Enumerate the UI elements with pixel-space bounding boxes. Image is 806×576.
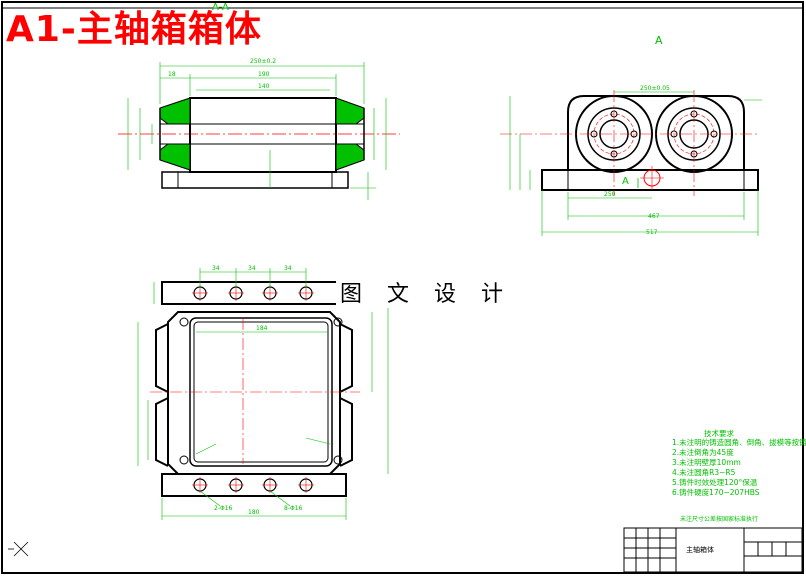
watermark-text: 图 文 设 计 bbox=[336, 276, 516, 308]
tech-requirement-item: 2.未注倒角为45度 bbox=[672, 448, 734, 457]
dim-plan-hole-right: 8-Φ16 bbox=[284, 505, 303, 512]
dim-plan-bottom: 180 bbox=[248, 509, 260, 516]
dim-right-base: 467 bbox=[648, 213, 660, 220]
section-view-a-a: 250±0.2 190 140 18 bbox=[118, 58, 400, 200]
dim-top-left: 18 bbox=[168, 71, 176, 78]
tech-requirement-item: 5.铸件时效处理120°保温 bbox=[672, 478, 758, 487]
tech-requirement-item: 1.未注明的铸造圆角、倒角、拔模等按铸造标准 bbox=[672, 438, 806, 447]
title-block-part-name: 主轴箱体 bbox=[686, 545, 714, 554]
corner-mark bbox=[8, 541, 29, 557]
dim-top-inner: 140 bbox=[258, 83, 270, 90]
dim-plan-pitch2: 34 bbox=[248, 265, 256, 272]
dim-right-overall: 517 bbox=[646, 229, 658, 236]
section-arrow-label: A bbox=[622, 176, 629, 187]
drawing-title: A1-主轴箱箱体 bbox=[6, 9, 262, 50]
view-label-a: A bbox=[655, 34, 663, 47]
dim-top-overall: 250±0.2 bbox=[250, 58, 276, 65]
dim-right-small: 250 bbox=[604, 191, 616, 198]
tech-requirements-title: 技术要求 bbox=[704, 429, 734, 438]
title-block bbox=[623, 527, 803, 573]
dim-plan-pitch3: 34 bbox=[284, 265, 292, 272]
section-label-a-a: A-A bbox=[212, 2, 229, 13]
tech-requirement-item: 3.未注明壁厚10mm bbox=[672, 458, 741, 467]
tolerance-note: 未注尺寸公差按国家标准执行 bbox=[680, 516, 759, 523]
dim-plan-pitch1: 34 bbox=[212, 265, 220, 272]
dim-plan-hole-left: 2-Φ16 bbox=[214, 505, 233, 512]
plan-view: 34 34 34 184 180 2-Φ16 8-Φ16 bbox=[137, 265, 389, 520]
dim-right-center: 250±0.05 bbox=[640, 85, 670, 92]
dim-plan-inner: 184 bbox=[256, 325, 268, 332]
tech-requirement-item: 4.未注圆角R3~R5 bbox=[672, 468, 736, 477]
tech-requirements-list: 1.未注明的铸造圆角、倒角、拔模等按铸造标准 2.未注倒角为45度 3.未注明壁… bbox=[672, 438, 806, 498]
dim-top-mid: 190 bbox=[258, 71, 270, 78]
tech-requirement-item: 6.铸件硬度170~207HBS bbox=[672, 488, 760, 497]
side-view-a: 517 467 250 250±0.05 bbox=[500, 85, 762, 236]
